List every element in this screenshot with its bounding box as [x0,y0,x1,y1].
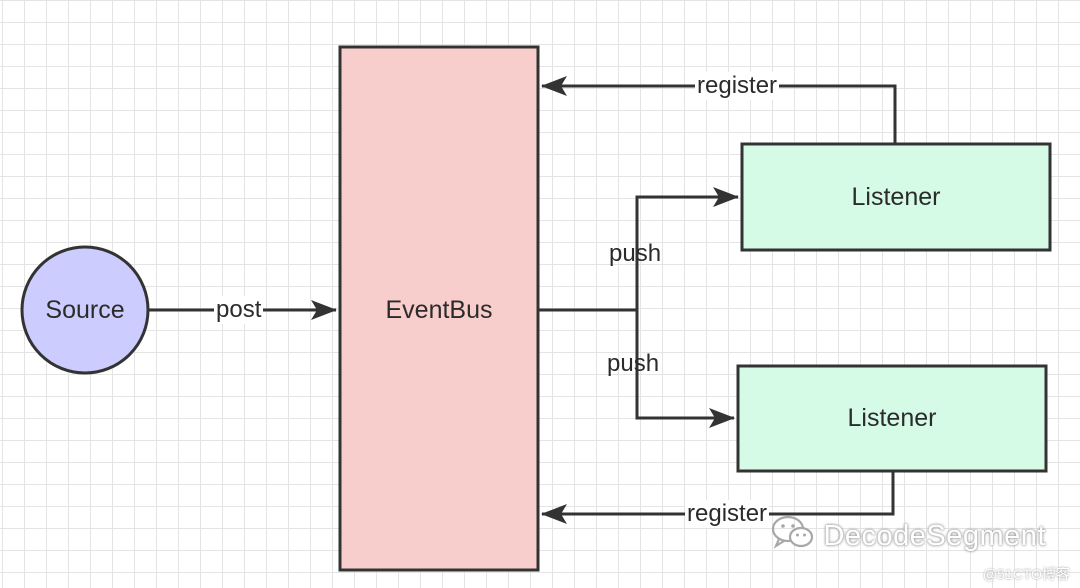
listener-bottom-node [736,364,1048,473]
source-watermark: @51CTO博客 [982,566,1070,582]
eventbus-node [338,45,540,572]
register-edge-bottom [541,471,895,524]
watermark: DecodeSegment [771,514,1046,558]
push-bottom-edge-label: push [607,350,660,377]
register-edge-top [541,76,897,144]
listener-top-node [740,142,1052,252]
register-top-edge-label: register [695,72,780,100]
register-bottom-edge-label: register [685,500,770,528]
watermark-text: DecodeSegment [823,519,1046,552]
wechat-icon [771,514,815,558]
source-node [20,245,150,375]
push-edge-top [635,187,739,310]
push-top-edge-label: push [609,240,662,267]
post-edge-label: post [214,296,264,324]
push-edge-bottom [635,310,735,428]
